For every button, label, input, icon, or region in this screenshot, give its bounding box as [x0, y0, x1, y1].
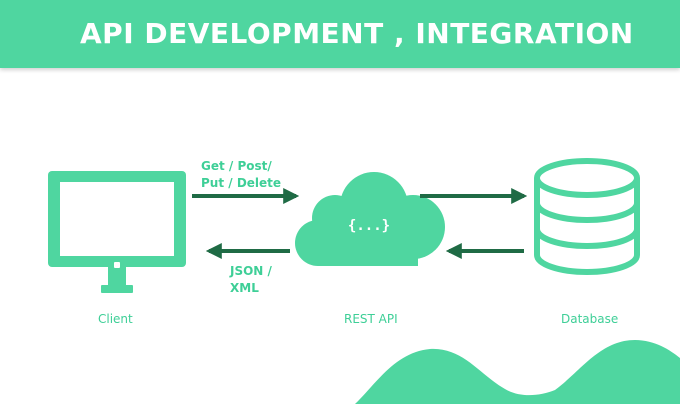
response-label-line2: XML: [230, 281, 259, 295]
cloud-symbol: {...}: [348, 218, 390, 234]
response-label: JSON / XML: [230, 263, 272, 297]
cloud-icon: [295, 172, 445, 266]
decorative-hills: [355, 340, 680, 404]
rest-api-label: REST API: [344, 312, 398, 326]
request-label-line1: Get / Post/: [201, 159, 272, 173]
client-label: Client: [98, 312, 133, 326]
request-label: Get / Post/ Put / Delete: [201, 158, 281, 192]
request-label-line2: Put / Delete: [201, 176, 282, 190]
title-banner: API DEVELOPMENT , INTEGRATION: [0, 0, 680, 68]
response-label-line1: JSON /: [230, 264, 272, 278]
database-label: Database: [561, 312, 619, 326]
monitor-icon: [48, 171, 186, 293]
database-icon: [534, 158, 640, 275]
page-title: API DEVELOPMENT , INTEGRATION: [80, 17, 634, 50]
